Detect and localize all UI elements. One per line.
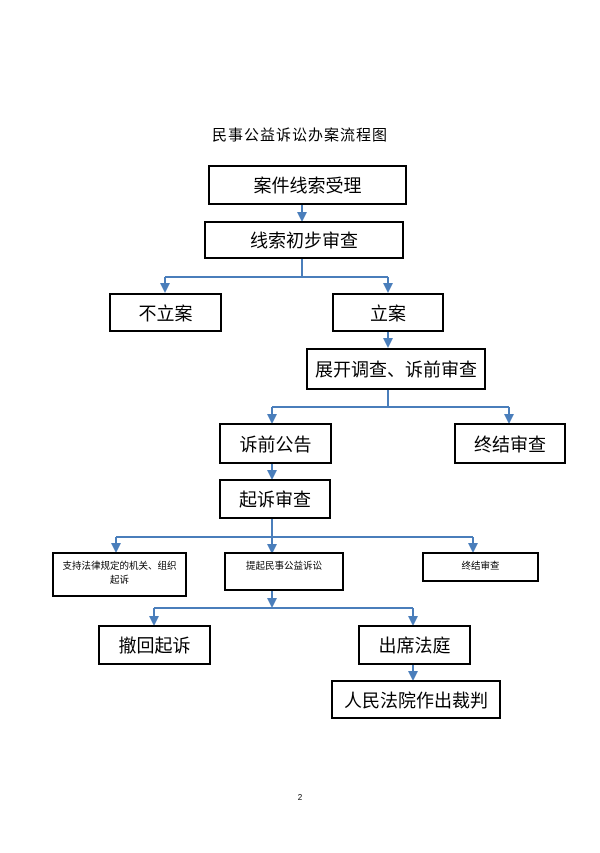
node-clue-review: 线索初步审查 — [204, 221, 404, 259]
node-no-case: 不立案 — [109, 293, 222, 332]
node-investigate: 展开调查、诉前审查 — [306, 348, 486, 390]
node-support-org: 支持法律规定的机关、组织起诉 — [52, 552, 187, 597]
node-pre-notice: 诉前公告 — [219, 423, 332, 464]
node-end-review-1: 终结审查 — [454, 423, 566, 464]
node-prosecution-review: 起诉审查 — [219, 479, 331, 519]
node-file-civil-suit: 提起民事公益诉讼 — [224, 552, 344, 591]
page-number: 2 — [297, 793, 303, 802]
node-withdraw: 撤回起诉 — [98, 625, 211, 665]
node-court-judgment: 人民法院作出裁判 — [331, 680, 501, 719]
node-file-case: 立案 — [332, 293, 444, 332]
diagram-title: 民事公益诉讼办案流程图 — [211, 126, 388, 144]
node-end-review-2: 终结审查 — [422, 552, 539, 582]
node-clue-accept: 案件线索受理 — [208, 165, 407, 205]
node-attend-court: 出席法庭 — [358, 625, 471, 665]
